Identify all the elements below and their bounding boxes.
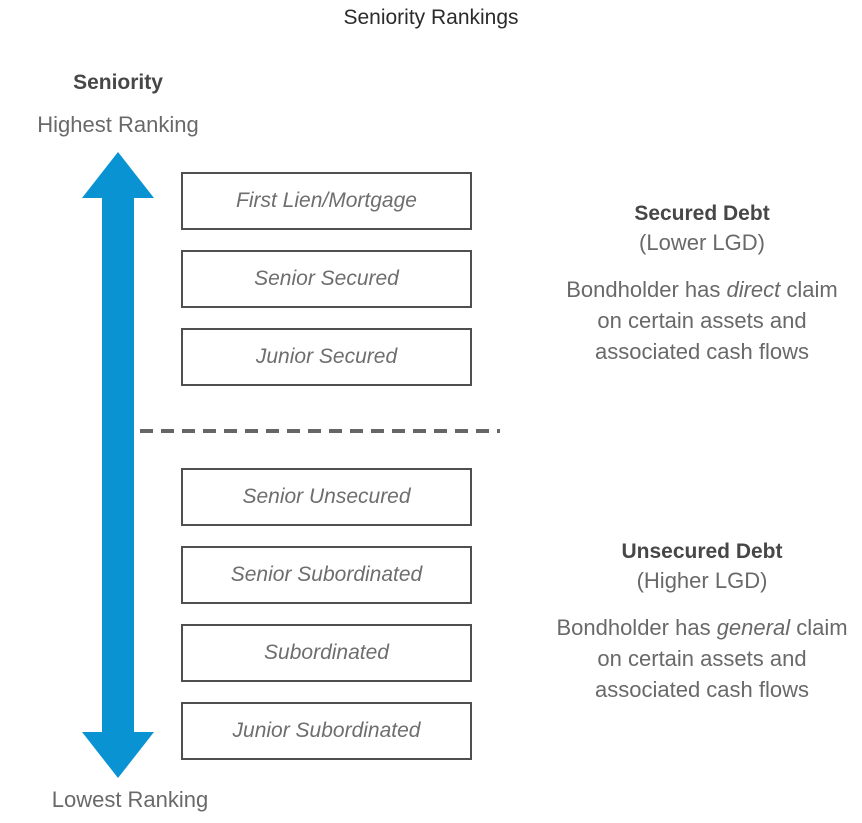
highest-ranking-label: Highest Ranking [37, 112, 199, 137]
seniority-arrow-icon [82, 152, 154, 778]
ranking-box-junior-subordinated: Junior Subordinated [181, 702, 472, 760]
ranking-box-label: Junior Subordinated [232, 719, 421, 742]
ranking-box-first-lien-mortgage: First Lien/Mortgage [181, 172, 472, 230]
seniority-axis-label: Seniority [73, 71, 163, 94]
secured-debt-subheading: (Lower LGD) [639, 230, 765, 255]
secured-debt-annotation: Secured Debt (Lower LGD) Bondholder has … [552, 200, 852, 367]
unsecured-debt-description: Bondholder has general claim on certain … [552, 612, 852, 705]
description-emphasis: direct [726, 277, 781, 302]
lowest-ranking-label: Lowest Ranking [51, 787, 209, 812]
ranking-box-label: Senior Subordinated [230, 563, 423, 586]
unsecured-debt-heading: Unsecured Debt [621, 540, 783, 563]
ranking-box-senior-unsecured: Senior Unsecured [181, 468, 472, 526]
ranking-box-label: Senior Unsecured [242, 485, 411, 508]
description-emphasis: general [716, 615, 791, 640]
ranking-box-label: First Lien/Mortgage [236, 189, 417, 212]
page-title: Seniority Rankings [343, 6, 519, 29]
description-text: claim on certain assets and associated c… [595, 615, 848, 702]
description-text: Bondholder has [556, 615, 717, 640]
ranking-box-label: Subordinated [264, 641, 389, 664]
unsecured-debt-subheading: (Higher LGD) [636, 568, 768, 593]
unsecured-debt-annotation: Unsecured Debt (Higher LGD) Bondholder h… [552, 538, 852, 705]
secured-debt-heading: Secured Debt [634, 202, 770, 225]
ranking-box-subordinated: Subordinated [181, 624, 472, 682]
ranking-box-junior-secured: Junior Secured [181, 328, 472, 386]
description-text: claim on certain assets and associated c… [595, 277, 838, 364]
secured-debt-description: Bondholder has direct claim on certain a… [552, 274, 852, 367]
ranking-box-label: Senior Secured [254, 267, 399, 290]
ranking-box-label: Junior Secured [255, 345, 398, 368]
ranking-box-senior-subordinated: Senior Subordinated [181, 546, 472, 604]
description-text: Bondholder has [566, 277, 727, 302]
secured-unsecured-divider [140, 429, 500, 433]
ranking-box-senior-secured: Senior Secured [181, 250, 472, 308]
